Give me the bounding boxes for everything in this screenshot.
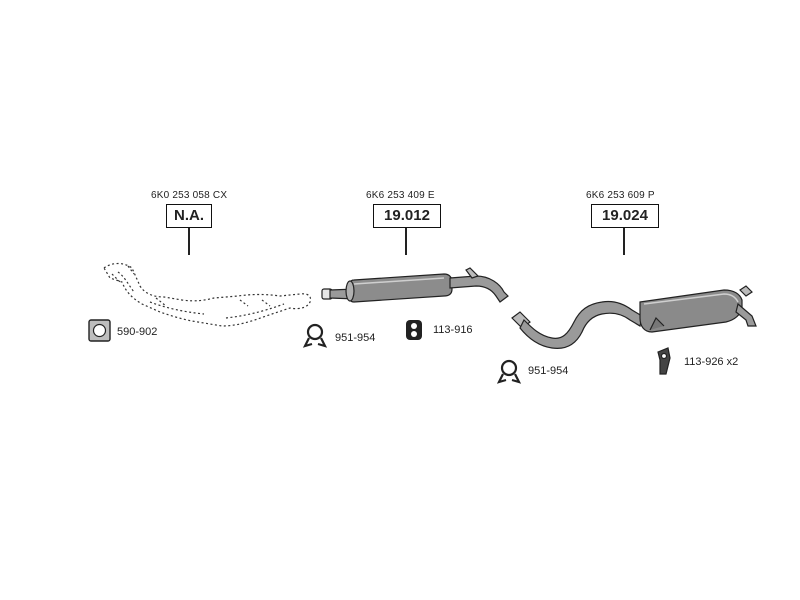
gasket-icon[interactable] xyxy=(88,319,111,342)
oem-number-middle-silencer: 6K6 253 409 E xyxy=(366,190,435,201)
leader-line-rear-silencer xyxy=(623,228,625,255)
clamp-icon[interactable] xyxy=(496,359,522,384)
leader-line-middle-silencer xyxy=(405,228,407,255)
fitting-label-clamp-1: 951-954 xyxy=(335,332,376,344)
part-code-rear-silencer[interactable]: 19.024 xyxy=(591,204,659,228)
oem-number-rear-silencer: 6K6 253 609 P xyxy=(586,190,655,201)
rear-silencer-drawing[interactable] xyxy=(511,285,757,349)
rubber-mount-icon[interactable] xyxy=(406,320,422,340)
part-code-middle-silencer[interactable]: 19.012 xyxy=(373,204,441,228)
fitting-label-rubber-mount: 113-916 xyxy=(433,324,473,336)
hanger-icon[interactable] xyxy=(657,347,671,375)
oem-number-front-pipe: 6K0 253 058 CX xyxy=(151,190,228,201)
fitting-label-hanger: 113-926 x2 xyxy=(684,356,739,368)
part-code-front-pipe[interactable]: N.A. xyxy=(166,204,212,228)
front-pipe-drawing[interactable] xyxy=(103,262,312,327)
leader-line-front-pipe xyxy=(188,228,190,255)
fitting-label-gasket: 590-902 xyxy=(117,326,158,338)
middle-silencer-drawing[interactable] xyxy=(321,267,509,303)
fitting-label-clamp-2: 951-954 xyxy=(528,365,569,377)
clamp-icon[interactable] xyxy=(302,323,328,348)
